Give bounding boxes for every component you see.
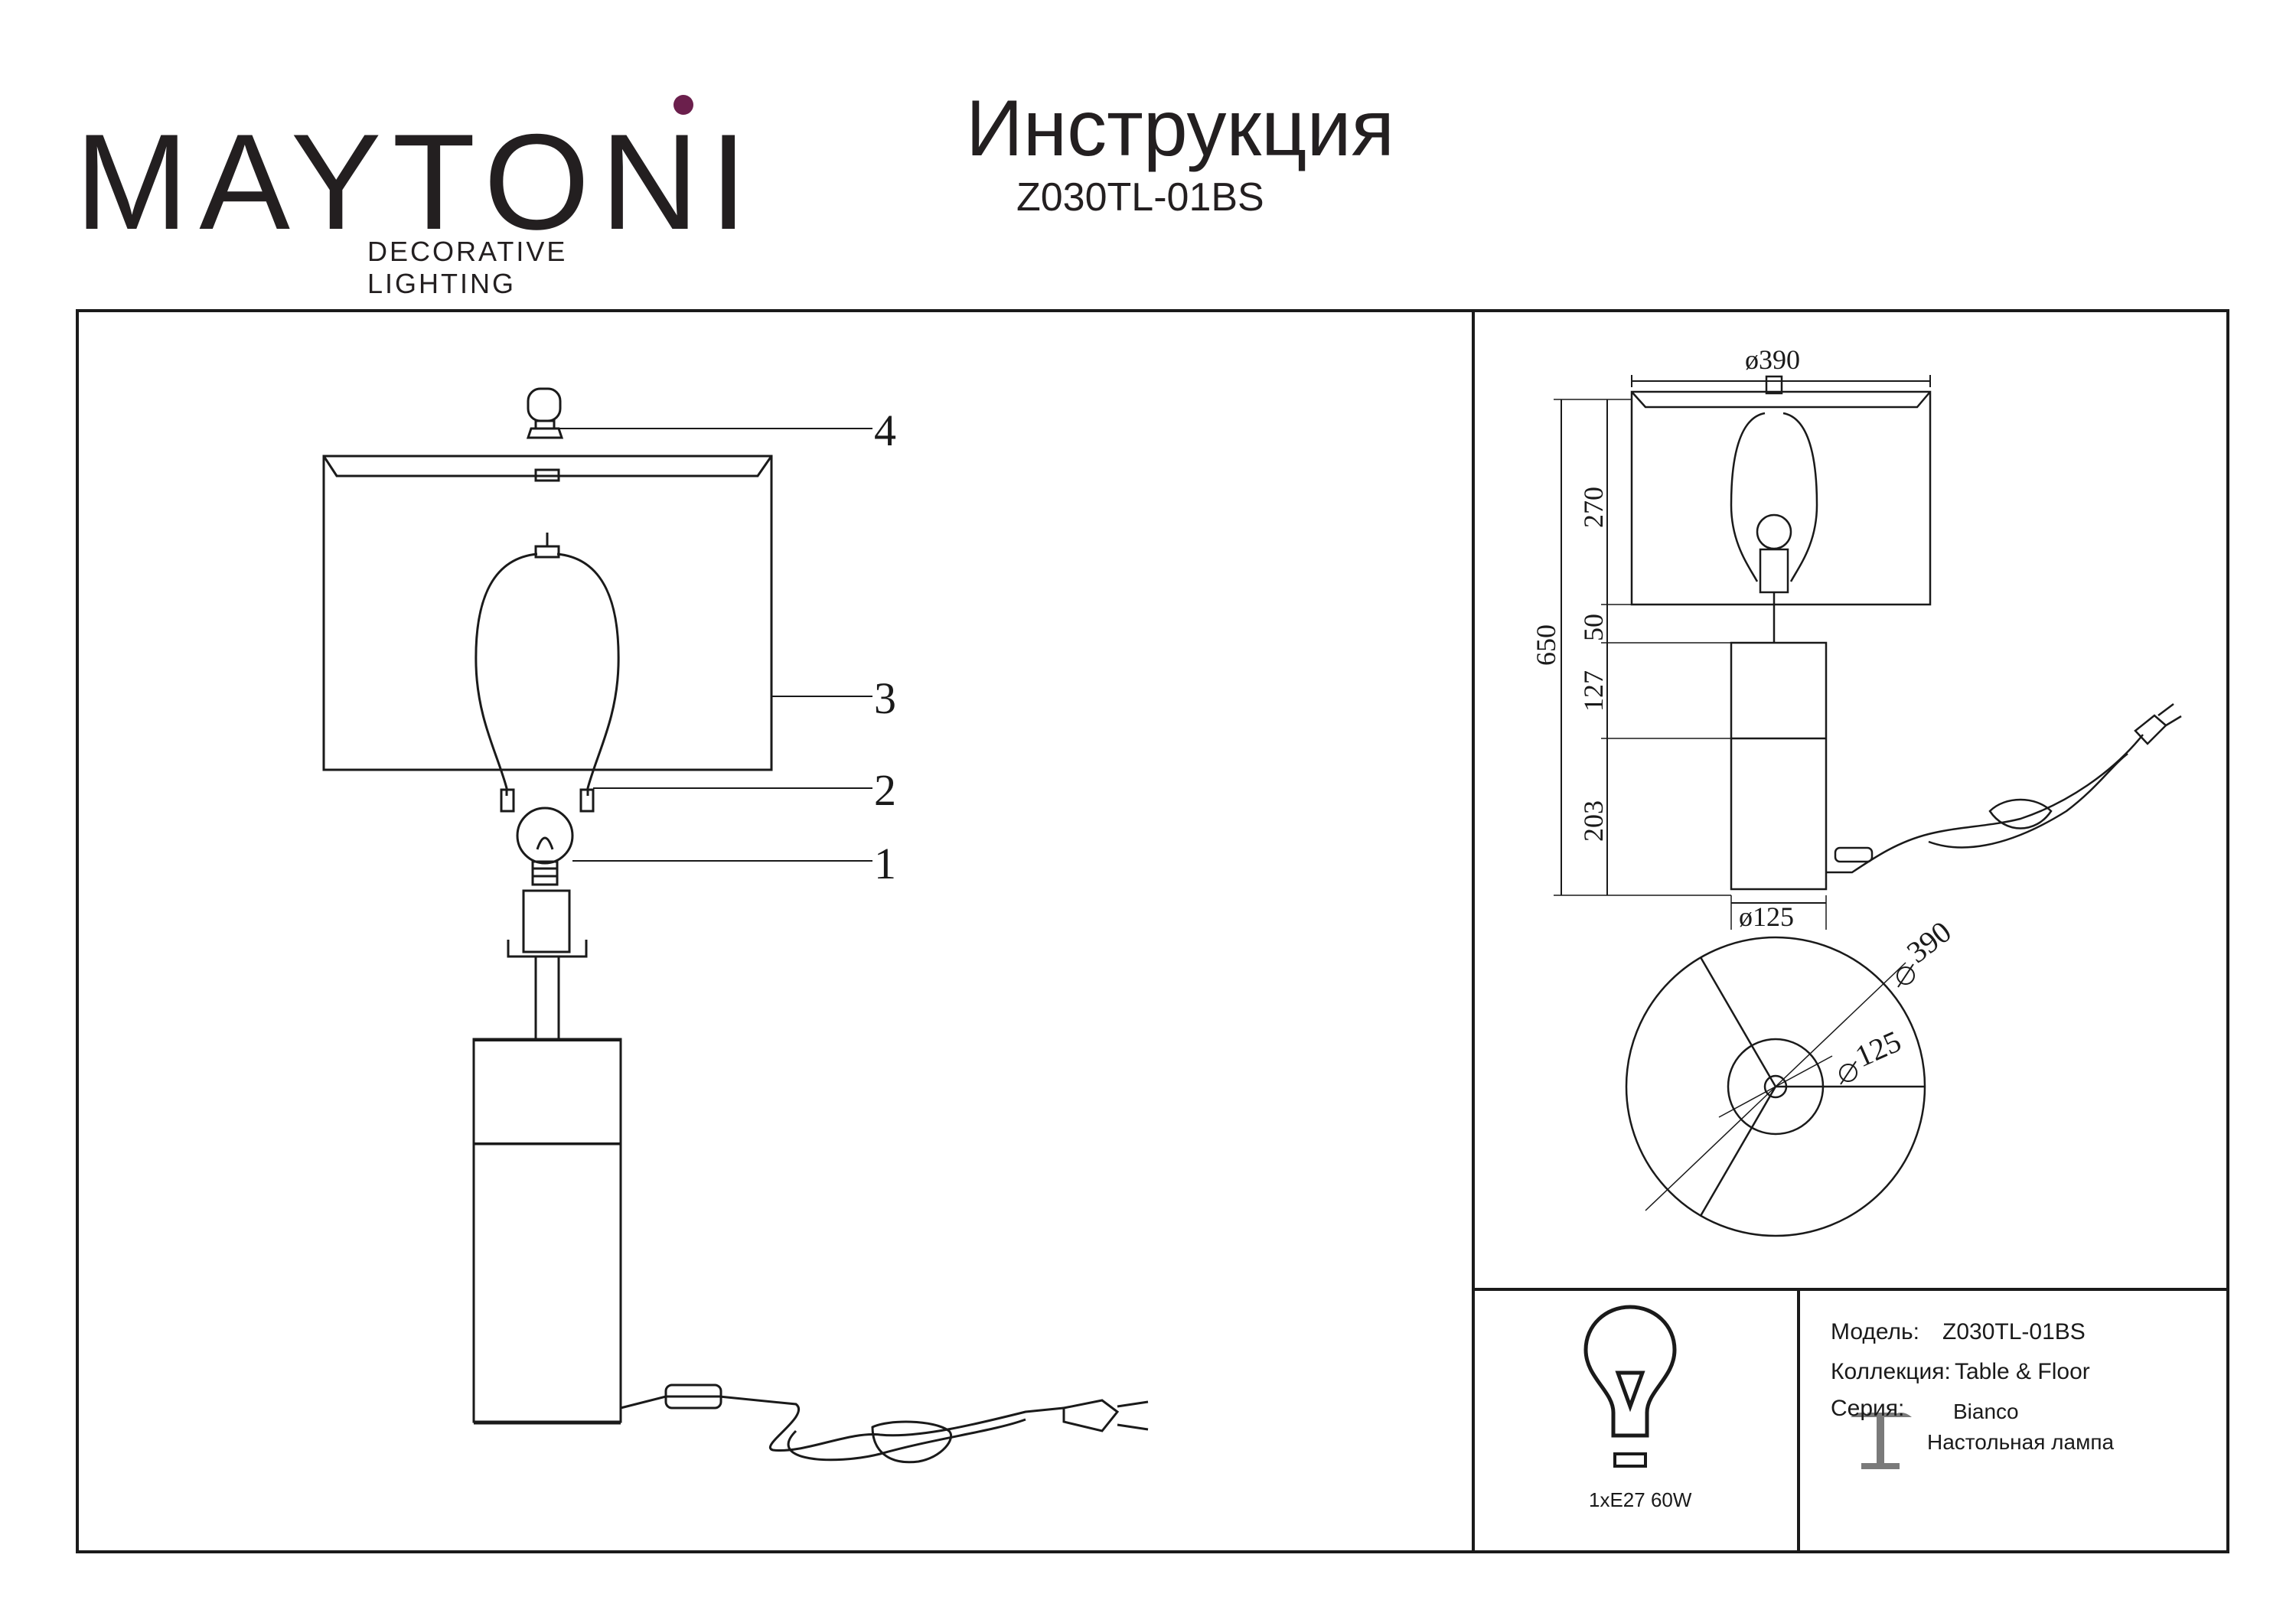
dim-base-diameter: ø125 — [1739, 901, 1794, 932]
dim-neck-height: 50 — [1578, 614, 1609, 641]
dim-lower-block-height: 203 — [1578, 800, 1609, 842]
callout-leaders — [559, 428, 872, 862]
harp-frame — [475, 533, 620, 813]
side-elevation — [1554, 375, 2182, 930]
brand-dot — [673, 95, 693, 115]
dim-upper-block-height: 127 — [1578, 670, 1609, 712]
spec-collection-value: Table & Floor — [1955, 1359, 2090, 1384]
spec-series-value: Bianco — [1953, 1400, 2019, 1423]
brand-tagline: DECORATIVE LIGHTING — [367, 236, 568, 299]
top-view — [1625, 936, 1926, 1237]
callout-number-4: 4 — [874, 406, 896, 455]
spec-model-value: Z030TL-01BS — [1942, 1319, 2086, 1344]
dim-shade-diameter: ø390 — [1745, 344, 1800, 375]
diameter-symbols — [1839, 963, 1915, 1085]
callout-number-3: 3 — [874, 673, 896, 723]
dim-top-shade-diameter: 390 — [1900, 914, 1958, 970]
lamp-base — [472, 1038, 622, 1425]
page-title: Инструкция — [966, 84, 1394, 173]
socket — [507, 889, 588, 1041]
bulb-icon — [1583, 1305, 1677, 1468]
spec-series-label: Серия: — [1831, 1396, 1905, 1421]
spec-collection-label: Коллекция: — [1831, 1359, 1951, 1384]
spec-model-label: Модель: — [1831, 1319, 1920, 1344]
table-lamp-icon — [1851, 1413, 1912, 1469]
finial-knob — [526, 387, 564, 439]
dim-total-height: 650 — [1531, 624, 1561, 666]
brand-name: MAYTONI — [75, 106, 758, 258]
spec-type-value: Настольная лампа — [1927, 1430, 2115, 1454]
drawing-frame — [76, 309, 2229, 1553]
page-model: Z030TL-01BS — [1016, 175, 1264, 220]
dim-top-base-diameter: 125 — [1850, 1024, 1906, 1074]
power-cord — [620, 1383, 1149, 1464]
dim-shade-height: 270 — [1578, 487, 1609, 528]
callout-number-1: 1 — [874, 839, 896, 888]
callout-number-2: 2 — [874, 765, 896, 815]
bulb-spec-label: 1xE27 60W — [1589, 1488, 1692, 1511]
brand-logo: MAYTONI DECORATIVE LIGHTING — [75, 90, 747, 299]
lampshade — [322, 455, 773, 771]
exploded-view — [322, 387, 1149, 1464]
bulb — [516, 807, 574, 886]
